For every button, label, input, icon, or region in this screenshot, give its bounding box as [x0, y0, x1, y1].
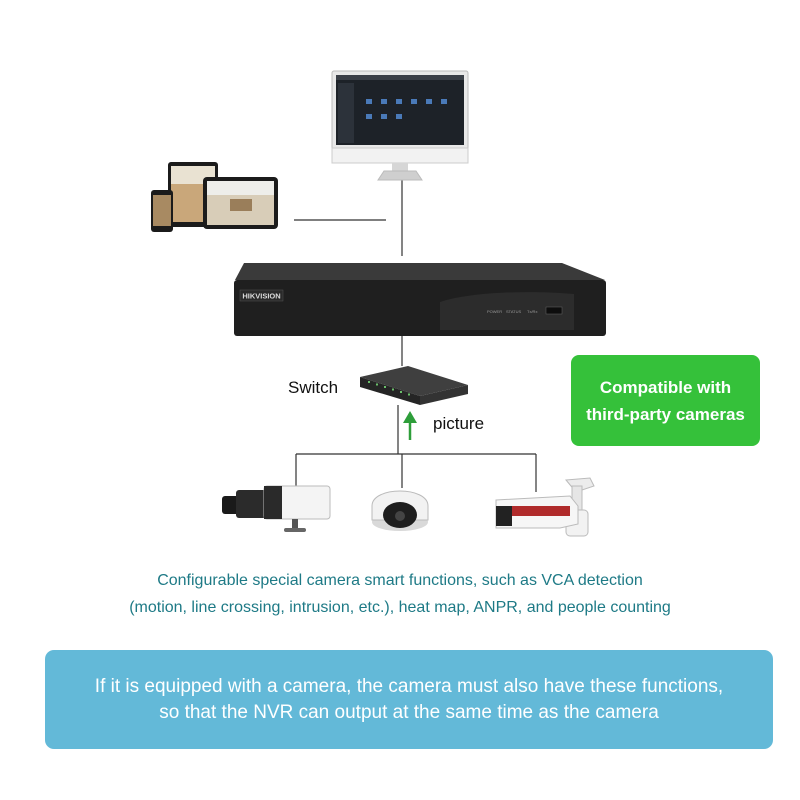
camera-requirement-note: If it is equipped with a camera, the cam… [45, 650, 773, 749]
note-line-2: so that the NVR can output at the same t… [45, 700, 773, 726]
nvr-txrx-label: Tx/Rx [527, 309, 537, 314]
box-camera-icon [222, 486, 330, 532]
nvr-status-label: STATUS [506, 309, 522, 314]
smart-functions-caption: Configurable special camera smart functi… [0, 567, 800, 621]
picture-label: picture [433, 414, 484, 434]
nvr-device: HIKVISION POWER STATUS Tx/Rx [234, 263, 606, 336]
switch-label: Switch [288, 378, 338, 398]
usb-port-icon [546, 307, 562, 314]
mobile-devices-icon [151, 162, 278, 232]
bullet-camera-icon [496, 478, 594, 536]
dome-camera-icon [372, 491, 428, 531]
caption-line-1: Configurable special camera smart functi… [0, 567, 800, 594]
monitor-icon [332, 71, 468, 180]
badge-line-1: Compatible with [571, 374, 760, 401]
compatibility-badge: Compatible with third-party cameras [571, 355, 760, 446]
note-line-1: If it is equipped with a camera, the cam… [45, 674, 773, 700]
network-switch-icon [360, 366, 468, 405]
caption-line-2: (motion, line crossing, intrusion, etc.)… [0, 594, 800, 621]
nvr-power-label: POWER [487, 309, 502, 314]
badge-line-2: third-party cameras [571, 401, 760, 428]
nvr-brand-label: HIKVISION [242, 292, 280, 301]
upload-arrow-icon [403, 411, 417, 440]
